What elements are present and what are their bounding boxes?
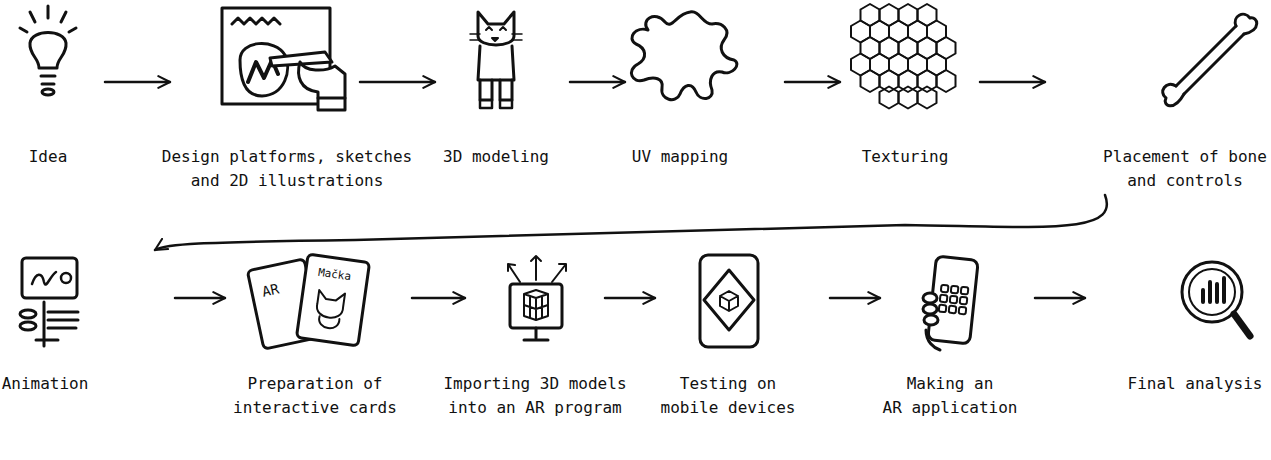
animation-icon [20,258,78,346]
flow-arrow [105,81,170,84]
interactive-cards-icon [247,254,369,349]
hexagon-texture-icon [851,4,956,109]
process-step: Animation [5,250,175,450]
step-label: Testing on mobile devices [646,372,811,420]
step-label: 3D modeling [416,145,576,169]
process-step: Placement of bone and controls [1045,5,1268,195]
flow-arrow [980,81,1045,84]
step-label: Importing 3D models into an AR program [420,372,650,420]
process-step: Design platforms, sketches and 2D illust… [170,5,360,195]
process-step: Final analysis [1085,250,1268,450]
step-label: Design platforms, sketches and 2D illust… [127,145,447,193]
bulb-icon [20,6,76,95]
bone-icon [1163,14,1257,105]
flow-arrow [605,297,655,300]
flow-arrow [1035,297,1085,300]
step-label: UV mapping [600,145,760,169]
process-step: Importing 3D models into an AR program [465,250,605,450]
step-label: Making an AR application [868,372,1033,420]
process-step: Making an AR application [880,250,1035,450]
process-step: Texturing [840,5,980,195]
process-step: Testing on mobile devices [655,250,830,450]
drawing-board-icon [222,8,345,110]
cat-model-icon [470,12,522,108]
process-step: Idea [5,5,105,195]
card-text: AR [261,280,281,299]
step-label: Preparation of interactive cards [215,372,415,420]
step-label: Final analysis [1120,372,1270,396]
flow-arrow [360,81,435,84]
magnifier-icon [1182,262,1250,336]
flow-arrow [570,81,625,84]
uv-map-icon [631,12,736,100]
process-step: Preparation of interactive cards [225,250,412,450]
step-label: Placement of bone and controls [1090,145,1271,193]
phone-test-icon [700,255,758,347]
import-icon [508,256,566,340]
step-label: Idea [0,145,108,169]
app-phone-icon [923,256,978,350]
step-label: Texturing [825,145,985,169]
flow-arrow [830,297,880,300]
flow-arrow [785,81,840,84]
flow-arrow [412,297,465,300]
process-step: UV mapping [625,5,785,195]
flow-arrow [155,195,1107,250]
process-step: 3D modeling [435,5,570,195]
step-label: Animation [0,372,105,396]
flow-arrow [175,297,225,300]
